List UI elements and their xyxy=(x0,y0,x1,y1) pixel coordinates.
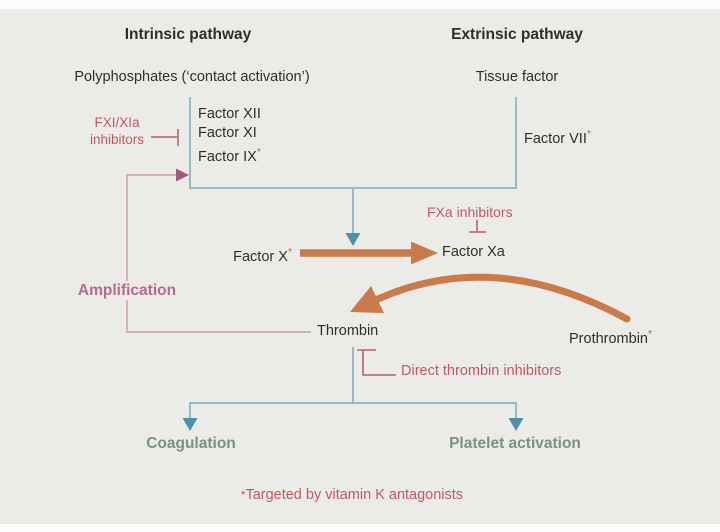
footnote: *Targeted by vitamin K antagonists xyxy=(240,487,464,503)
vitamin-k-star: * xyxy=(647,329,653,340)
amplification-arrowhead-icon xyxy=(176,168,189,182)
factor-x-node: Factor X* xyxy=(233,247,292,265)
factor-x-to-xa-arrowhead-icon xyxy=(411,241,438,265)
vitamin-k-star: * xyxy=(256,147,261,158)
factor-xa-node: Factor Xa xyxy=(442,244,505,260)
extrinsic-pathway-header: Extrinsic pathway xyxy=(451,26,583,43)
factor-ix-node: Factor IX* xyxy=(198,147,261,165)
prothrombin-to-thrombin-arrowhead-icon xyxy=(350,286,384,313)
footnote-star: * xyxy=(240,489,246,502)
prothrombin-node: Prothrombin* xyxy=(569,329,653,347)
factor-xii-node: Factor XII xyxy=(198,106,261,122)
factor-vii-node: Factor VII* xyxy=(524,129,591,147)
factor-xi-node: Factor XI xyxy=(198,125,257,141)
platelet-arrowhead-icon xyxy=(508,418,524,431)
fxa-inhibitors-label: FXa inhibitors xyxy=(427,204,513,220)
amplification-label: Amplification xyxy=(37,281,217,300)
amplification-feedback-line xyxy=(126,174,311,333)
platelet-activation-outcome: Platelet activation xyxy=(449,435,581,452)
intrinsic-factor-list: Factor XII Factor XI Factor IX* xyxy=(198,105,261,167)
direct-thrombin-inhibitors-label: Direct thrombin inhibitors xyxy=(401,363,562,379)
tissue-factor-node: Tissue factor xyxy=(475,69,559,85)
dti-inhibition-line xyxy=(362,350,396,376)
intrinsic-pathway-header: Intrinsic pathway xyxy=(124,26,252,43)
outcome-bracket-line xyxy=(189,402,517,419)
fxi-xia-inhibitors-label: FXI/XIa inhibitors xyxy=(89,115,145,147)
vitamin-k-star: * xyxy=(287,247,292,258)
thrombin-node: Thrombin xyxy=(317,323,379,339)
diagram-panel xyxy=(0,9,720,524)
down-arrowhead-icon xyxy=(345,233,361,246)
coagulation-outcome: Coagulation xyxy=(146,435,236,452)
prothrombin-to-thrombin-curve xyxy=(374,273,631,323)
coagulation-arrowhead-icon xyxy=(182,418,198,431)
polyphosphates-node: Polyphosphates (‘contact activation’) xyxy=(74,69,310,85)
vitamin-k-star: * xyxy=(586,129,591,140)
